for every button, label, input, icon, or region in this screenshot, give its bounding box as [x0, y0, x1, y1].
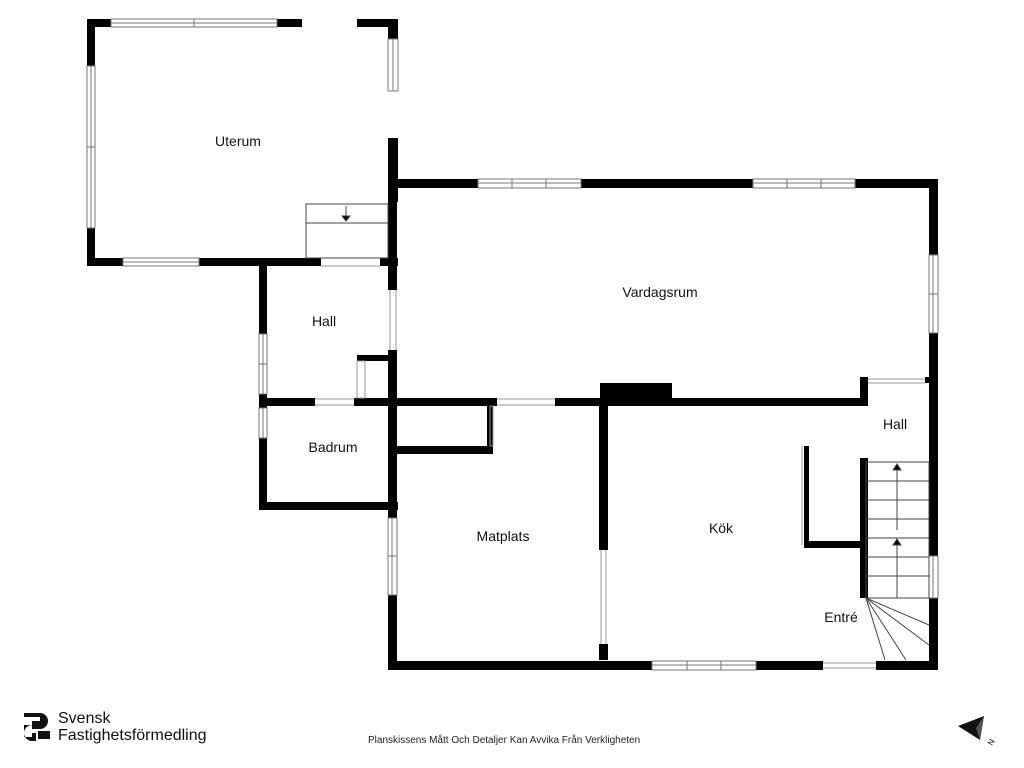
wall: [929, 598, 938, 670]
brand-name-line1: Svensk: [58, 710, 111, 727]
wall: [87, 258, 123, 266]
room-label-hall-upper: Hall: [312, 313, 336, 329]
wall: [581, 179, 753, 188]
wall: [87, 228, 95, 266]
svensk-fastighetsformedling-logo-icon: [24, 713, 50, 741]
wall: [929, 179, 938, 255]
wall: [804, 541, 865, 548]
wall: [357, 355, 393, 361]
wall: [388, 446, 493, 454]
disclaimer-text: Planskissens Mått Och Detaljer Kan Avvik…: [368, 735, 641, 746]
compass-north-label: N: [986, 737, 997, 747]
wall: [388, 202, 397, 290]
wall: [555, 398, 868, 406]
wall: [277, 19, 302, 27]
wall: [876, 661, 938, 670]
compass: N: [954, 706, 1002, 759]
wall: [259, 262, 267, 334]
room-label-hall-right: Hall: [883, 416, 907, 432]
fireplace: [600, 383, 672, 405]
wall: [259, 438, 267, 510]
wall: [855, 179, 938, 188]
wall: [756, 661, 823, 670]
wall: [860, 377, 868, 406]
wall: [388, 595, 397, 670]
staircase: [865, 461, 930, 661]
room-label-vardagsrum: Vardagsrum: [622, 284, 697, 300]
walls: [87, 19, 938, 670]
brand-name-line2: Fastighetsförmedling: [58, 727, 207, 744]
room-label-uterum: Uterum: [215, 133, 261, 149]
wall: [259, 398, 315, 406]
wall: [860, 458, 868, 598]
wall: [925, 377, 938, 383]
thin-openings: [315, 257, 925, 669]
wall: [804, 446, 809, 548]
wall: [388, 661, 652, 670]
wall: [357, 19, 398, 27]
wall: [388, 179, 478, 188]
wall: [354, 398, 497, 406]
room-label-badrum: Badrum: [308, 439, 357, 455]
wall: [599, 644, 608, 660]
wall: [929, 333, 938, 556]
wall: [599, 398, 608, 550]
room-label-entre: Entré: [824, 609, 858, 625]
brand-logo: Svensk Fastighetsförmedling: [22, 710, 207, 744]
uterum-steps: [305, 203, 389, 259]
north-arrow-icon: N: [958, 716, 997, 747]
room-label-kok: Kök: [709, 520, 734, 536]
wall: [388, 19, 398, 39]
wall: [388, 138, 398, 202]
windows: [86, 18, 939, 671]
wall: [388, 398, 397, 518]
wall: [259, 502, 398, 510]
wall: [87, 19, 111, 27]
wall: [388, 350, 397, 408]
room-label-matplats: Matplats: [477, 528, 530, 544]
wall: [87, 19, 95, 66]
